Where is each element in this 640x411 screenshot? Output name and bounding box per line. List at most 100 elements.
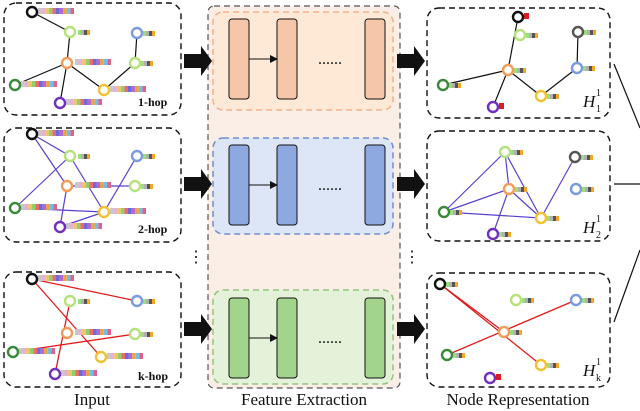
feature-block-1hop: ...... [212,11,394,111]
representation-label-1: H 1 1 [582,88,601,115]
feature-vector-cell [547,94,550,99]
feature-vector-cell [124,86,128,92]
right-edge-connector-k [613,249,640,323]
vertical-ellipsis-input: ⋮ [188,249,204,266]
feature-vector-cell [96,59,101,65]
feature-vector-cell [84,223,88,229]
feature-vector-cell [593,30,596,35]
feature-vector-cell [46,81,50,87]
graph-edge [59,185,68,228]
feature-vector-cell [553,94,556,99]
feature-vector-cell [75,59,79,65]
graph-node [570,61,584,75]
graph-edge [103,62,136,91]
feature-vector-cell [144,332,147,337]
feature-vector-cell [49,81,54,87]
graph-edge [31,133,68,187]
feature-vector-cell [107,182,111,188]
feature-vector-cell [456,353,459,358]
feature-vector-cell [135,208,139,214]
graph-node [130,149,144,163]
caption-input: Input [74,390,110,409]
feature-vector-cell [96,182,101,188]
graph-edge [54,300,71,375]
graph-node [502,182,516,196]
layer-ellipsis: ...... [318,177,342,194]
graph-node [97,83,111,97]
layer-1 [228,144,250,226]
feature-vector-cell [453,353,456,358]
feature-vector-cell [84,154,87,159]
feature-vector-cell [459,353,462,358]
feature-vector-cell [59,275,64,281]
feature-vector-cell [141,61,144,66]
layer-ellipsis: ...... [318,330,342,347]
svg-text:2: 2 [596,230,601,241]
graph-edge [31,133,71,157]
feature-vector-cell [103,329,108,335]
feature-vector-cell [556,363,559,368]
feature-vector-cell [63,275,67,281]
feature-vector-cell [91,223,95,229]
feature-vector-cell [147,61,150,66]
feature-vector-cell [529,33,532,38]
feature-vector-cell [78,182,83,188]
feature-vector-cell [41,130,46,136]
feature-vector-cell [48,8,53,14]
feature-vector-cell [59,130,64,136]
feature-vector-cell [535,33,538,38]
feature-vector-cell [450,210,453,215]
feature-vector-cell [149,154,152,159]
graph-node [60,56,74,70]
feature-vector-cell [85,182,90,188]
arrow-feature-to-output-1 [397,46,425,76]
feature-vector-cell [51,348,55,354]
feature-vector-cell [87,99,92,105]
feature-vector-cell [146,154,149,159]
feature-vector-cell [93,370,97,376]
feature-vector-cell [152,154,155,159]
feature-vector-cell [52,130,56,136]
feature-vector-cell [70,275,74,281]
feature-vector-cell [113,86,118,92]
feature-vector-cell [131,208,136,214]
arrow-feature-to-output-k [397,314,425,344]
layer-n [364,18,386,100]
feature-vector-cell [41,8,46,14]
feature-vector-cell [45,8,49,14]
feature-vector-cell [87,223,92,229]
feature-vector-cell [84,30,87,35]
feature-vector-cell [53,81,57,87]
graph-edge [103,155,138,213]
feature-vector-cell [144,61,147,66]
feature-vector-cell [556,216,559,221]
feature-vector-cell [147,332,150,337]
feature-vector-cell [79,370,83,376]
feature-vector-cell [585,298,588,303]
arrow-input-to-feature-1 [184,46,212,76]
feature-vector-cell [520,150,523,155]
feature-vector-cell [42,204,47,210]
graph-node [130,294,144,308]
feature-vector-cell [526,33,529,38]
feature-vector-cell [49,204,54,210]
feature-vector-cell [590,30,593,35]
feature-vector-cell [82,182,86,188]
graph-node [63,294,77,308]
graph-node [60,326,74,340]
layer-n [364,144,386,226]
feature-vector-cell [592,66,595,71]
feature-vector-cell [38,130,42,136]
feature-vector-cell [143,299,146,304]
graph-node [8,78,22,92]
layer-1 [228,297,250,379]
feature-vector-cell [591,298,594,303]
feature-vector-cell [149,299,152,304]
feature-vector-cell [81,30,84,35]
feature-vector-cell [522,298,525,303]
feature-vector-cell [56,8,60,14]
svg-text:1: 1 [596,88,601,99]
feature-vector-cell [21,204,25,210]
feature-vector-cell [138,86,143,92]
